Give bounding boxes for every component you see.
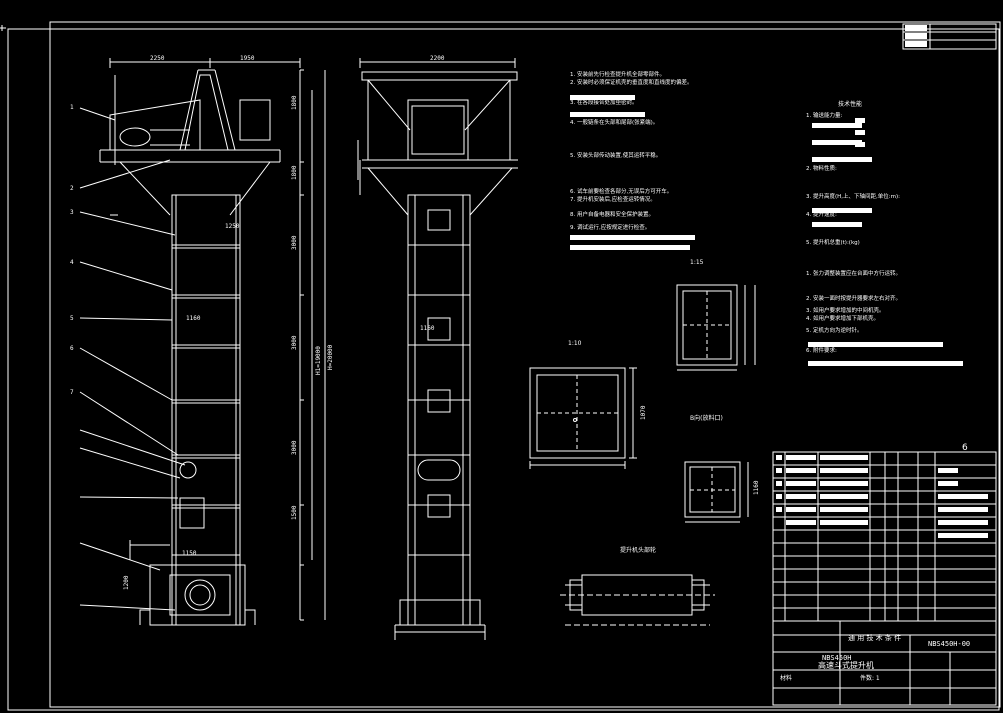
side-elevation (79, 58, 326, 626)
req-8: 8. 用户自备电器和安全保护装置。 (570, 210, 654, 218)
page-number: 6 (962, 443, 968, 453)
note-3: 3. 如用户要求增加的中间机壳。 (806, 306, 885, 314)
front-dim-mid: 1160 (420, 325, 435, 332)
pulley-view (560, 574, 715, 626)
label-4: 4 (70, 259, 74, 266)
label-5: 5 (70, 315, 74, 322)
label-7: 7 (70, 389, 74, 396)
pulley-caption: 提升机头部轮 (620, 546, 656, 554)
label-2: 2 (70, 185, 74, 192)
front-elevation (357, 58, 518, 640)
title-code: NBS450H-00 (928, 640, 970, 648)
top-dim-right: 1950 (240, 55, 255, 62)
front-dim-top: 2200 (430, 55, 445, 62)
tech-heading: 技术性能 (838, 100, 862, 108)
note-5: 5. 定机方向为逆时针。 (806, 326, 863, 334)
req-9: 9. 调试运行,应按规定进行检查。 (570, 223, 650, 231)
detail-b-top (676, 284, 756, 371)
mid-label-3: 1160 (186, 315, 201, 322)
note-2: 2. 安装一面时按提升器要求左右对齐。 (806, 294, 901, 302)
note-6: 6. 附件要求: (806, 346, 837, 354)
note-1: 1. 张力调整装置应在台面中方行运转。 (806, 269, 901, 277)
scale-b: 1:10 (568, 340, 582, 347)
req-5: 5. 安装头部传动装置,使其运转平稳。 (570, 151, 661, 159)
req-4: 4. 一般链条在头部和尾部(张紧端)。 (570, 118, 658, 126)
side-dim-4: 3000 (291, 335, 298, 350)
label-3: 3 (70, 209, 74, 216)
tech-2: 2. 物料性质: (806, 164, 837, 172)
drawing-outer-border (7, 28, 1000, 711)
side-dim-2: 1800 (291, 165, 298, 180)
tech-3: 3. 提升高度(H,上、下轴间距,单位:m): (806, 192, 900, 200)
side-dim-5: 3000 (291, 440, 298, 455)
stamp-box (902, 23, 997, 50)
note-4: 4. 如用户要求增加下部机壳。 (806, 314, 879, 322)
req-7: 7. 提升机安装后,应检查运转情况。 (570, 195, 656, 203)
drawing-inner-border (49, 21, 1001, 708)
side-dim-6: 1500 (291, 505, 298, 520)
mid-label-1: 1150 (182, 550, 197, 557)
material-label: 材料 (780, 674, 792, 682)
tech-1: 1. 输送能力量: (806, 111, 842, 119)
title-model: NBS450H (822, 654, 852, 662)
sub-total-dim: H1=19000 (315, 346, 322, 375)
side-dim-3: 3000 (291, 235, 298, 250)
title-req: 通 用 技 术 条 件 (848, 633, 901, 642)
detail-a (529, 367, 637, 469)
req-1: 1. 安装前先行检查提升机全部零部件。 (570, 70, 665, 78)
detail-b (684, 461, 749, 523)
scale-a: 1:15 (690, 259, 704, 266)
title-block (772, 451, 997, 706)
mid-label-2: 1250 (225, 223, 240, 230)
total-dim: H=20000 (327, 344, 334, 370)
tech-5: 5. 提升机总重(t):(kg) (806, 238, 860, 246)
label-1: 1 (70, 104, 74, 111)
label-6: 6 (70, 345, 74, 352)
tech-4: 4. 提升速度: (806, 210, 837, 218)
detail-a-dim: 1070 (640, 405, 647, 420)
detail-b-dim: 1160 (753, 480, 760, 495)
side-dim-7: 1200 (123, 575, 130, 590)
req-6: 6. 试车前要检查各部分,无误后方可开车。 (570, 187, 672, 195)
edge-marker (0, 25, 6, 31)
req-2: 2. 安装时必须保证机壳的垂直度和直线度的偏差。 (570, 78, 693, 86)
req-3: 3. 在各段接合处加垫密封。 (570, 98, 638, 106)
side-dim-1: 1800 (291, 95, 298, 110)
qty-label: 件数: 1 (860, 674, 880, 682)
detail-b-label: B向(放料口) (690, 414, 723, 422)
top-dim-left: 2250 (150, 55, 165, 62)
title-name: 高速斗式提升机 (818, 660, 874, 670)
